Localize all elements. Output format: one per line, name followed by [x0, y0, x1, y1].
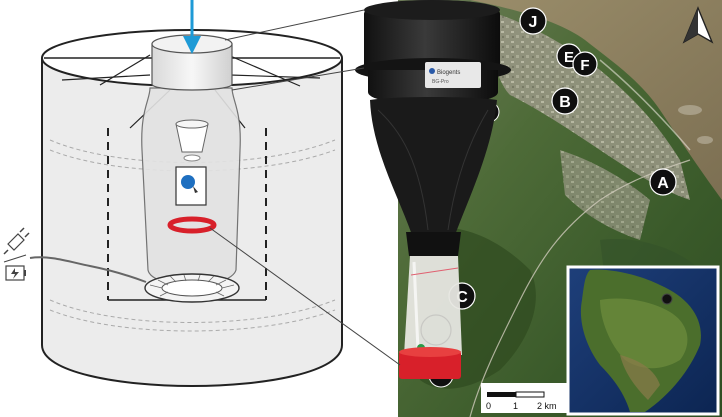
site-marker-f: F — [572, 51, 598, 77]
site-marker-b: B — [551, 87, 579, 115]
trap-photo: Biogents BG-Pro — [355, 0, 511, 379]
battery-icon — [5, 265, 26, 281]
trap-schematic — [29, 29, 343, 388]
site-label-j: J — [529, 14, 538, 31]
scale-tick-2km: 2 km — [537, 401, 557, 411]
site-label-b: B — [559, 94, 571, 111]
connector-lines — [209, 9, 401, 366]
water-body — [470, 0, 722, 200]
scale-tick-1: 1 — [513, 401, 518, 411]
power-plug-icon — [3, 227, 30, 255]
red-ring — [167, 216, 217, 234]
red-collection-cup — [399, 351, 461, 379]
north-arrow-icon — [682, 6, 714, 44]
site-marker-j: J — [519, 7, 547, 35]
power-cable — [29, 256, 147, 283]
device-model-text: BG-Pro — [432, 79, 449, 85]
urban-area — [485, 10, 690, 200]
lure-marker — [181, 175, 195, 189]
site-label-a: A — [657, 175, 669, 192]
site-label-e: E — [564, 49, 574, 66]
device-brand-text: Biogents — [437, 70, 460, 76]
study-location-marker — [661, 293, 673, 305]
scale-bar: 0 1 2 km — [481, 383, 567, 413]
scale-tick-0: 0 — [486, 401, 491, 411]
mosquito-icon — [193, 186, 198, 193]
icon-divider — [3, 254, 27, 263]
inset-map — [566, 265, 720, 416]
site-marker-a: A — [649, 168, 677, 196]
device-label — [425, 62, 481, 88]
site-label-f: F — [580, 57, 589, 74]
brand-logo-icon — [429, 68, 435, 74]
airflow-arrow-icon — [183, 0, 201, 54]
